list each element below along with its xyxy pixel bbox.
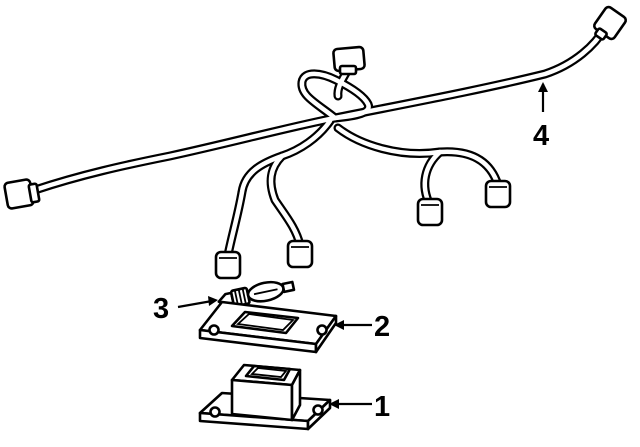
lens [198,300,338,354]
callouts: 4 3 2 1 [153,120,549,423]
leader-bulb [177,299,213,309]
leader-bulb-arrow [208,296,218,306]
callout-housing: 1 [374,391,390,423]
callout-lens: 2 [374,311,390,343]
housing [198,363,332,431]
leader-lines [177,82,548,409]
socket-right-a [416,197,444,227]
socket-lower-left [214,250,242,280]
leader-lens-arrow [334,320,344,330]
callout-harness: 4 [533,120,549,152]
harness-wires [30,23,610,260]
socket-lower-center [286,239,314,269]
connector-left [3,178,41,210]
callout-bulb: 3 [153,293,169,325]
leader-harness-arrow [538,82,548,92]
wiring-harness [3,5,628,280]
socket-right-b [484,179,512,209]
connector-right [592,5,628,41]
connector-center-top [332,45,366,76]
bulb [217,280,296,308]
leader-housing-arrow [329,399,339,409]
